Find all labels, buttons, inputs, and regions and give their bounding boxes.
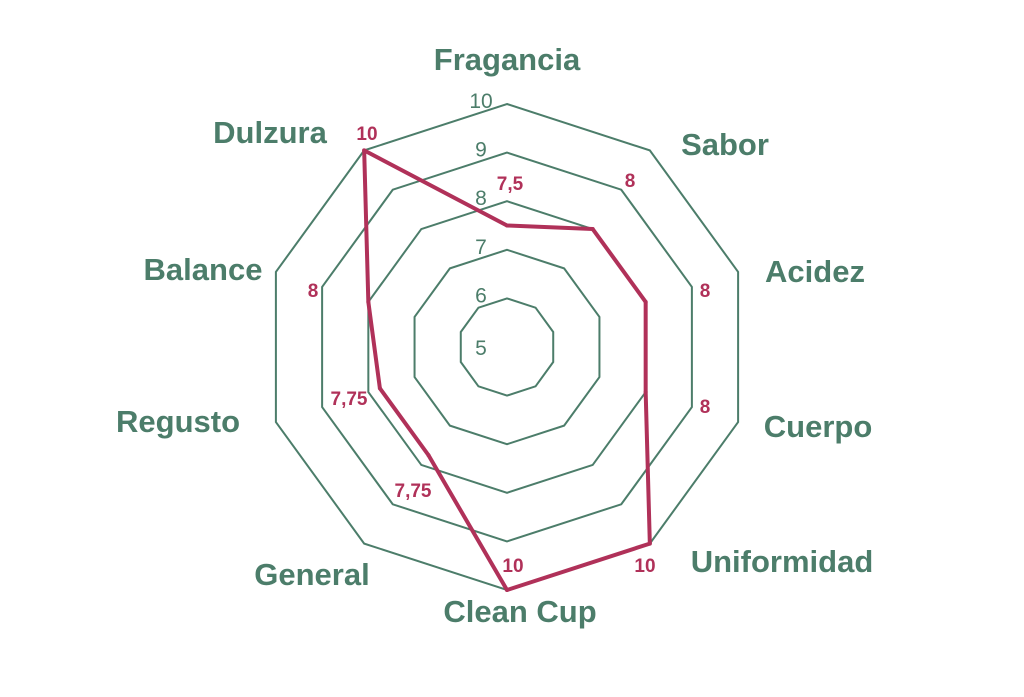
- data-point: [366, 299, 371, 304]
- data-point: [377, 386, 382, 391]
- axis-label: Clean Cup: [443, 594, 596, 629]
- value-label: 7,75: [395, 481, 432, 502]
- value-label: 8: [700, 397, 711, 418]
- grid-ring: [459, 297, 555, 397]
- axis-label: Acidez: [765, 254, 865, 289]
- axis-label: Regusto: [116, 404, 240, 439]
- axis-label: Dulzura: [213, 115, 327, 150]
- axis-label: General: [254, 557, 369, 592]
- data-point: [426, 453, 431, 458]
- value-label: 7,75: [331, 389, 368, 410]
- grid-ring: [413, 248, 601, 446]
- axis-label: Sabor: [681, 127, 769, 162]
- axis-label: Cuerpo: [764, 409, 873, 444]
- axis-label: Uniformidad: [691, 544, 874, 579]
- value-label: 7,5: [497, 174, 524, 195]
- tick-label: 6: [475, 284, 487, 307]
- axis-label: Fragancia: [434, 42, 581, 77]
- tick-label: 7: [475, 236, 487, 259]
- value-label: 8: [700, 281, 711, 302]
- data-point: [647, 541, 652, 546]
- data-point: [643, 299, 648, 304]
- value-label: 10: [634, 556, 655, 577]
- axis-label: Balance: [144, 252, 263, 287]
- data-point: [643, 390, 648, 395]
- value-label: 8: [625, 171, 636, 192]
- value-label: 10: [502, 556, 523, 577]
- value-label: 8: [308, 281, 319, 302]
- data-point: [362, 148, 367, 153]
- data-point: [505, 223, 509, 228]
- grid-ring: [321, 151, 693, 543]
- tick-label: 8: [475, 187, 487, 210]
- data-point: [590, 227, 595, 232]
- tick-label: 5: [475, 337, 487, 360]
- tick-label: 10: [469, 90, 492, 113]
- value-label: 10: [356, 124, 377, 145]
- tick-label: 9: [475, 139, 487, 162]
- data-point: [505, 588, 509, 592]
- series-line: [362, 148, 652, 592]
